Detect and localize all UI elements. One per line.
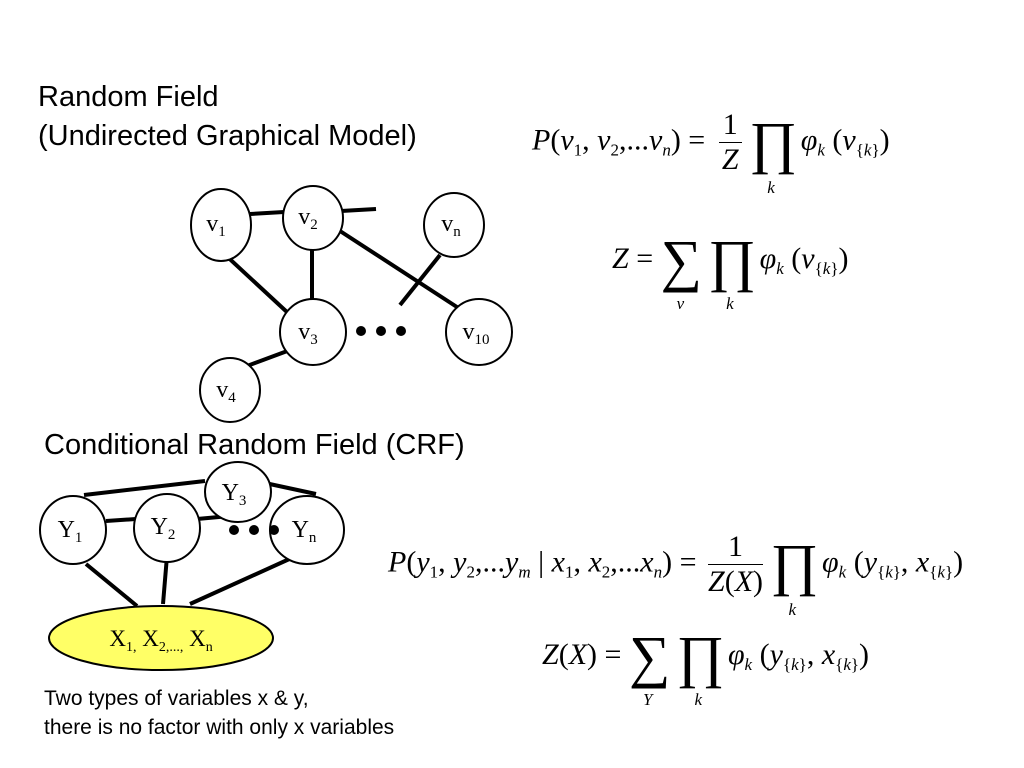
edge-v2-stub xyxy=(340,207,377,213)
label-v4: v4 xyxy=(216,377,236,406)
label-y1: Y1 xyxy=(58,517,83,546)
rf-node-labels: v1 v2 vn v3 v10 v4 xyxy=(206,204,489,406)
edge-y1-y3 xyxy=(83,479,206,497)
node-v2 xyxy=(282,185,344,251)
edge-y3-yn xyxy=(264,481,317,496)
label-v10: v10 xyxy=(463,319,490,348)
edge-v1-v2 xyxy=(249,210,285,216)
random-field-heading-line1: Random Field xyxy=(38,81,219,113)
node-v10 xyxy=(445,298,513,366)
edge-v2-v10 xyxy=(338,229,462,311)
label-y3: Y3 xyxy=(222,480,247,509)
node-v4 xyxy=(199,357,261,423)
ellipsis-dot xyxy=(376,326,386,336)
note-line1: Two types of variables x & y, xyxy=(44,687,309,710)
ellipsis-dot xyxy=(229,525,239,535)
label-v2: v2 xyxy=(298,204,318,233)
ellipsis-dot xyxy=(356,326,366,336)
label-y2: Y2 xyxy=(151,514,176,543)
node-y3 xyxy=(204,461,272,523)
note-line2: there is no factor with only x variables xyxy=(44,716,395,739)
edge-v3-v4 xyxy=(246,348,291,368)
node-v1 xyxy=(190,188,252,262)
label-vn: vn xyxy=(441,211,461,240)
crf-nodes xyxy=(39,461,345,671)
ellipsis-dot xyxy=(249,525,259,535)
crf-ellipsis xyxy=(229,525,279,535)
rf-ellipsis xyxy=(356,326,406,336)
crf-node-labels: Y3 Y1 Y2 Yn X1, X2,..., Xn xyxy=(58,480,317,655)
node-y2 xyxy=(133,493,201,563)
random-field-heading-line2: (Undirected Graphical Model) xyxy=(38,120,417,152)
ellipsis-dot xyxy=(269,525,279,535)
crf-heading: Conditional Random Field (CRF) xyxy=(44,429,465,461)
rf-nodes xyxy=(190,185,513,423)
label-v1: v1 xyxy=(206,211,226,240)
label-v3: v3 xyxy=(298,319,318,348)
equation-z-crf: Z(X) = ∑ Y ∏ k φk (y{k}, x{k}) xyxy=(542,624,870,710)
edge-y1-x xyxy=(84,562,139,608)
edge-y2-x xyxy=(161,555,169,605)
rf-edges xyxy=(218,207,462,368)
edge-v1-v3 xyxy=(218,248,290,315)
crf-edges xyxy=(83,479,317,608)
node-vn xyxy=(423,192,485,258)
node-v3 xyxy=(279,298,347,366)
edge-vn-dots xyxy=(398,253,442,307)
node-x-observed xyxy=(48,605,274,671)
ellipsis-dot xyxy=(396,326,406,336)
label-yn: Yn xyxy=(292,517,317,546)
edge-yn-x xyxy=(189,554,297,606)
edge-y1-y2 xyxy=(105,517,137,523)
equation-z-random-field: Z = ∑ v ∏ k φk (v{k}) xyxy=(612,228,849,314)
node-y1 xyxy=(39,495,107,565)
